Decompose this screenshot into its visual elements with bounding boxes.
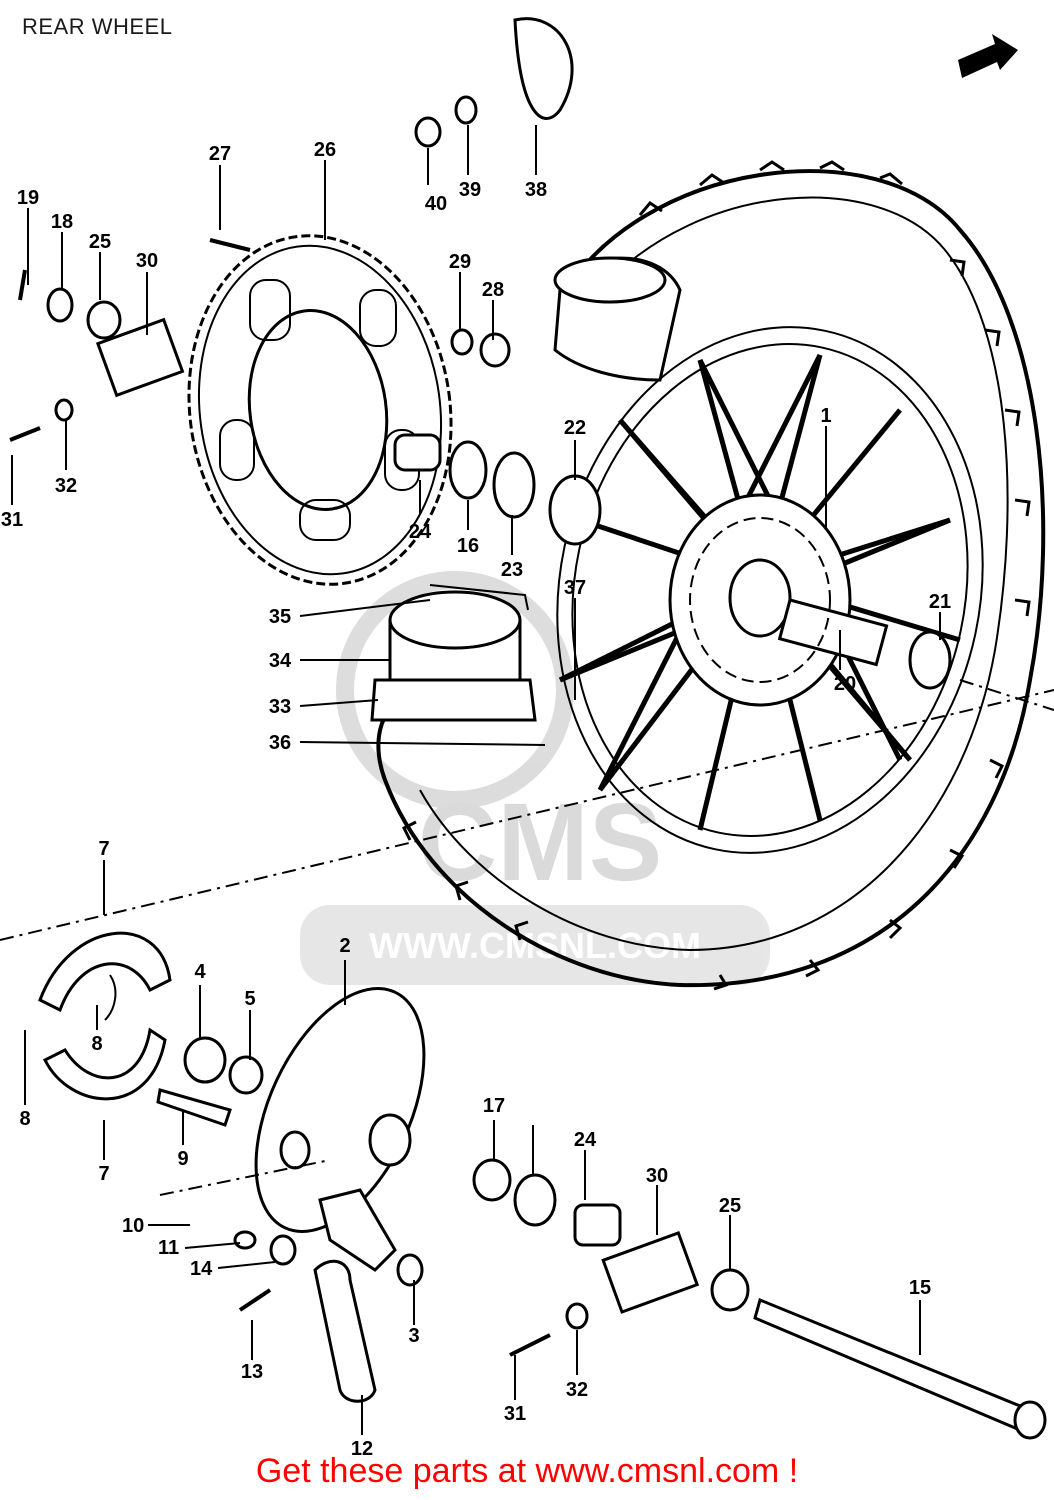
- callout-31-lower: 31: [504, 1403, 526, 1425]
- tire-tread: [401, 160, 1031, 991]
- callout-18: 18: [51, 211, 73, 233]
- callout-8-inner: 8: [91, 1033, 102, 1055]
- callout-15: 15: [909, 1277, 931, 1299]
- brake-shoes: [38, 931, 172, 1101]
- hub-flange: [689, 517, 831, 683]
- callout-1: 1: [820, 405, 831, 427]
- rim-band-assembly: [370, 584, 537, 722]
- leader-lines: [11, 125, 941, 1435]
- rim: [556, 326, 984, 854]
- callout-23: 23: [501, 559, 523, 581]
- callout-32-lower: 32: [566, 1379, 588, 1401]
- callout-labels: 1 2 3 4 5 7 7 8 8 9 10 11 12 13 14 15 16…: [1, 139, 951, 1460]
- footer-link-text[interactable]: Get these parts at www.cmsnl.com !: [255, 1452, 799, 1490]
- tube: [553, 256, 682, 382]
- page-title: REAR WHEEL: [22, 14, 173, 39]
- callout-29: 29: [449, 251, 471, 273]
- callout-35: 35: [269, 606, 291, 628]
- small-parts: [9, 17, 952, 1357]
- cam-lever: [313, 1259, 377, 1403]
- callout-21: 21: [929, 591, 951, 613]
- callout-30-lower: 30: [646, 1165, 668, 1187]
- callout-3: 3: [408, 1325, 419, 1347]
- callout-16: 16: [457, 535, 479, 557]
- front-arrow-icon: [958, 34, 1018, 78]
- chain-adjuster-right: [601, 1231, 700, 1314]
- callout-27: 27: [209, 143, 231, 165]
- chain-adjuster-left: [95, 317, 185, 398]
- callout-13: 13: [241, 1361, 263, 1383]
- sprocket: [187, 234, 453, 586]
- callout-24-lower: 24: [574, 1129, 597, 1151]
- callout-2: 2: [339, 935, 350, 957]
- reference-lines: [0, 679, 1054, 1196]
- callout-25-lower: 25: [719, 1195, 741, 1217]
- callout-26: 26: [314, 139, 336, 161]
- callout-36: 36: [269, 732, 291, 754]
- callout-12: 12: [351, 1438, 373, 1460]
- callout-38: 38: [525, 179, 547, 201]
- callout-22: 22: [564, 417, 586, 439]
- watermark: CMS WWW.CMSNL.COM: [300, 571, 770, 985]
- callout-20: 20: [834, 673, 856, 695]
- callout-17: 17: [483, 1095, 505, 1117]
- callout-28: 28: [482, 279, 504, 301]
- axle: [753, 1297, 1047, 1440]
- callout-5: 5: [244, 988, 255, 1010]
- callout-25-upper: 25: [89, 231, 111, 253]
- callout-10: 10: [122, 1215, 144, 1237]
- callout-19: 19: [17, 187, 39, 209]
- callout-24-upper: 24: [409, 521, 432, 543]
- rear-wheel-assembly: [376, 160, 1046, 991]
- tire: [376, 169, 1046, 988]
- callout-7-top: 7: [98, 838, 109, 860]
- callout-9: 9: [177, 1148, 188, 1170]
- callout-31-upper: 31: [1, 509, 23, 531]
- callout-7-bottom: 7: [98, 1163, 109, 1185]
- callout-30-upper: 30: [136, 250, 158, 272]
- callout-4: 4: [194, 961, 206, 983]
- callout-34: 34: [269, 650, 292, 672]
- callout-33: 33: [269, 696, 291, 718]
- callout-40: 40: [425, 193, 447, 215]
- callout-37: 37: [564, 577, 586, 599]
- brake-panel: [254, 987, 426, 1272]
- callout-8-outer: 8: [19, 1108, 30, 1130]
- callout-32-upper: 32: [55, 475, 77, 497]
- callout-11: 11: [158, 1237, 179, 1259]
- callout-14: 14: [190, 1258, 213, 1280]
- callout-39: 39: [459, 179, 481, 201]
